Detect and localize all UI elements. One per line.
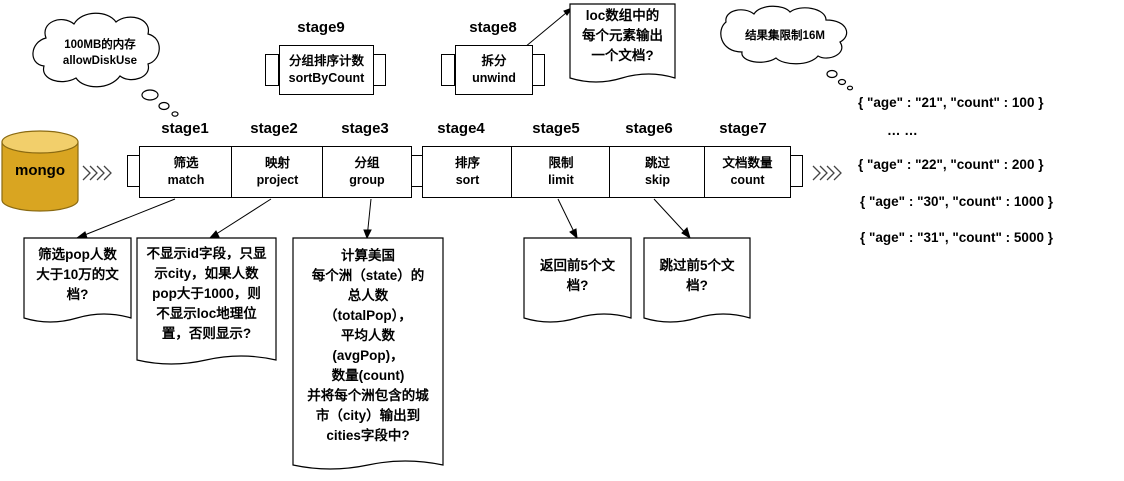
result-ellipsis: … … [887,123,918,138]
project-note-line1: 不显示id字段，只显 [146,246,267,261]
stage1-label: stage1 [161,120,209,137]
memory-cloud-icon [32,12,179,117]
stage9-cn: 分组排序计数 [288,54,364,68]
stage5-label: stage5 [532,120,580,137]
stage5-limit-box: 限制 limit [511,146,611,198]
group-note: 计算美国 每个洲（state）的 总人数 （totalPop）， 平均人数 (a… [293,246,443,446]
group-note-line6: (avgPop)， [332,348,404,363]
stage7-en: count [730,173,765,187]
stage5-en: limit [548,173,574,187]
memory-cloud-line2: allowDiskUse [62,55,138,67]
unwind-note-line2: 每个元素输出 [582,28,663,43]
stage3-group-box: 分组 group [322,146,412,198]
group-note-line1: 计算美国 [341,248,395,263]
group-note-line4: （totalPop）， [324,308,412,323]
stage9-label: stage9 [297,19,345,36]
group-note-line10: cities字段中? [326,428,410,443]
stage7-label: stage7 [719,120,767,137]
match-note-line2: 大于10万的文 [36,267,119,282]
stage4-sort-box: 排序 sort [422,146,513,198]
stage8-cn: 拆分 [481,54,507,68]
mongo-cylinder-icon [1,130,79,212]
note-outlines [23,3,751,470]
pipeline-right-tab [789,155,803,187]
project-note-line2: 示city，如果人数 [154,266,259,281]
flow-chevrons-right-icon [812,165,842,181]
limit-note-line1: 返回前5个文 [539,258,615,273]
unwind-note: loc数组中的 每个元素输出 一个文档? [570,6,675,66]
stage6-skip-box: 跳过 skip [609,146,706,198]
result-line-3: { "age" : "30", "count" : 1000 } [860,194,1053,209]
project-note-line5: 置，否则显示? [161,326,252,341]
connector-lines [75,6,691,240]
stage3-cn: 分组 [354,156,380,170]
stage5-cn: 限制 [548,156,574,170]
stage8-left-tab [441,54,455,86]
mongo-label: mongo [15,162,65,179]
match-note-line1: 筛选pop人数 [38,247,117,262]
stage2-project-box: 映射 project [231,146,324,198]
stage1-en: match [167,173,205,187]
group-note-line3: 总人数 [347,288,389,303]
limit-note-line2: 档? [566,278,589,293]
stage9-en: sortByCount [288,71,365,85]
skip-note: 跳过前5个文 档? [644,256,750,296]
result-line-2: { "age" : "22", "count" : 200 } [858,157,1044,172]
limit-cloud-text: 结果集限制16M [745,30,825,42]
stage6-en: skip [644,173,670,187]
stage9-sortbycount-box: 分组排序计数 sortByCount [279,45,374,95]
stage4-label: stage4 [437,120,485,137]
project-note-line4: 不显示loc地理位 [156,306,257,321]
stage9-right-tab [372,54,386,86]
stage4-en: sort [455,173,480,187]
project-note-line3: pop大于1000，则 [152,286,261,301]
flow-chevrons-left-icon [82,165,112,181]
stage8-en: unwind [472,71,516,85]
stage7-count-box: 文档数量 count [704,146,791,198]
stage8-unwind-box: 拆分 unwind [455,45,533,95]
memory-cloud-line1: 100MB的内存 [64,39,136,51]
stage6-cn: 跳过 [644,156,670,170]
stage1-cn: 筛选 [173,156,199,170]
limit-note: 返回前5个文 档? [524,256,631,296]
unwind-note-line3: 一个文档? [591,48,654,63]
group-note-line2: 每个洲（state）的 [311,268,425,283]
group-note-line7: 数量(count) [331,368,405,383]
stage8-label: stage8 [469,19,517,36]
stage2-cn: 映射 [264,156,290,170]
skip-note-line2: 档? [686,278,708,293]
stage8-right-tab [531,54,545,86]
result-line-4: { "age" : "31", "count" : 5000 } [860,230,1053,245]
match-note: 筛选pop人数 大于10万的文 档? [24,245,131,305]
stage7-cn: 文档数量 [722,156,773,170]
stage9-left-tab [265,54,279,86]
limit-cloud-icon [720,5,854,91]
group-note-line8: 并将每个洲包含的城 [307,388,429,403]
project-note: 不显示id字段，只显 示city，如果人数 pop大于1000，则 不显示loc… [137,244,276,344]
skip-note-line1: 跳过前5个文 [659,258,735,273]
result-line-1: { "age" : "21", "count" : 100 } [858,95,1044,110]
stage2-label: stage2 [250,120,298,137]
group-note-line9: 市（city）输出到 [315,408,421,423]
stage1-match-box: 筛选 match [139,146,233,198]
stage3-label: stage3 [341,120,389,137]
unwind-note-line1: loc数组中的 [585,8,660,23]
stage3-en: group [349,173,385,187]
stage6-label: stage6 [625,120,673,137]
memory-cloud-text: 100MB的内存 allowDiskUse [48,37,152,69]
group-note-line5: 平均人数 [341,328,395,343]
match-note-line3: 档? [66,287,89,302]
stage4-cn: 排序 [454,156,480,170]
stage2-en: project [256,173,299,187]
